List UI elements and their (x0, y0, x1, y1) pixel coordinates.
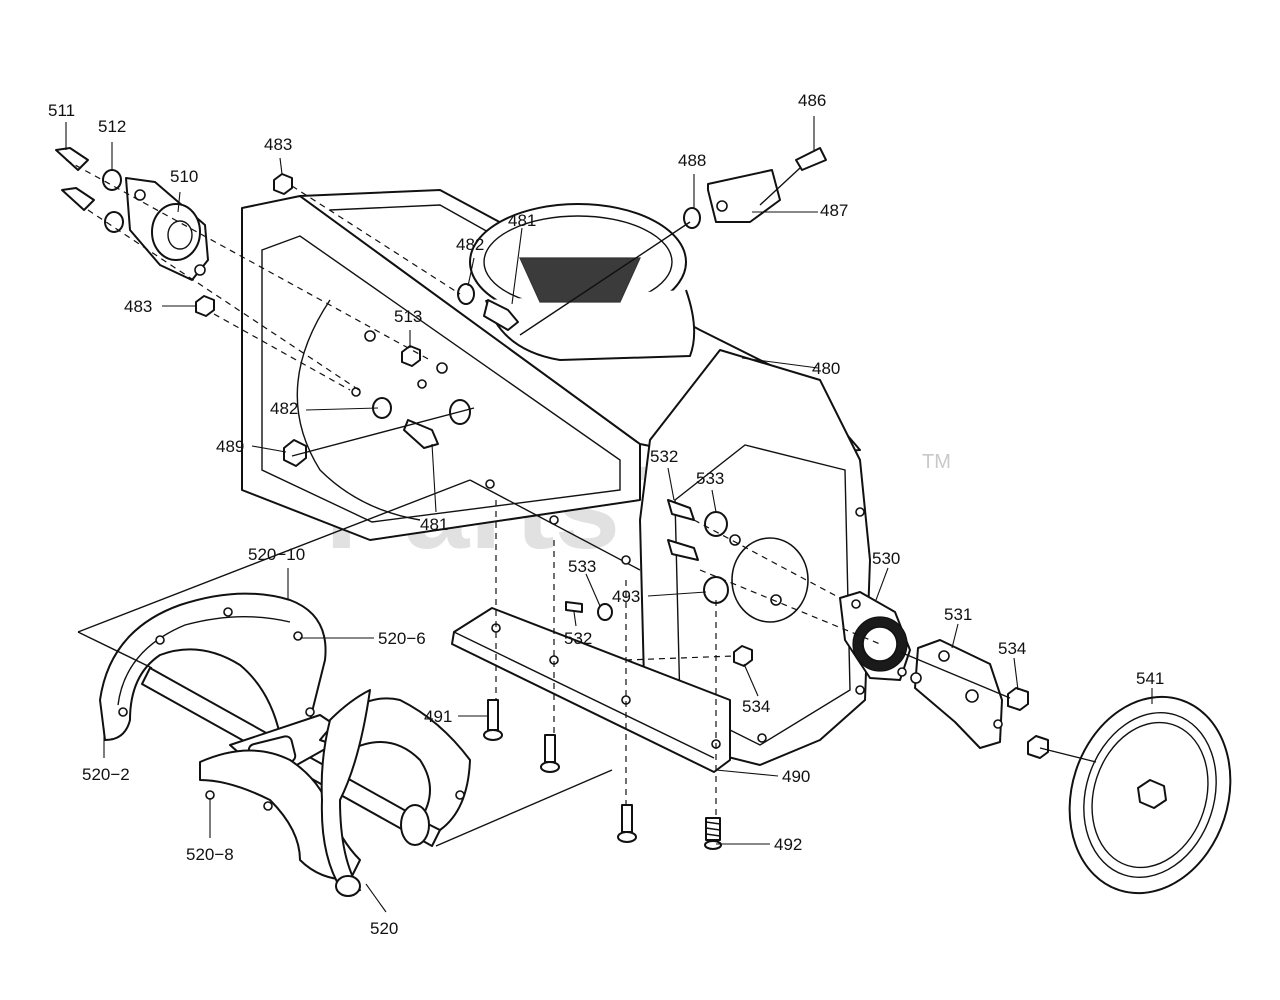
callout-520-8: 520−8 (186, 845, 234, 864)
callout-481-bottom: 481 (420, 515, 448, 534)
callout-labels: 511 512 510 483 483 481 482 513 482 489 … (48, 91, 1164, 938)
callout-492: 492 (774, 835, 802, 854)
callout-481-top: 481 (508, 211, 536, 230)
callout-534-bottom: 534 (742, 697, 770, 716)
nut-513[interactable] (401, 345, 421, 367)
callout-520-2: 520−2 (82, 765, 130, 784)
bracket-531[interactable] (910, 639, 1003, 749)
callout-490: 490 (782, 767, 810, 786)
callout-488: 488 (678, 151, 706, 170)
callout-512: 512 (98, 117, 126, 136)
callout-541: 541 (1136, 669, 1164, 688)
assembly-lines (65, 159, 1097, 847)
callout-510: 510 (170, 167, 198, 186)
scraper-bar[interactable] (451, 607, 731, 773)
pulley-541[interactable] (1045, 676, 1255, 914)
callout-511: 511 (48, 101, 75, 120)
nut-534-b[interactable] (733, 645, 753, 667)
bearing-flange-530[interactable] (839, 591, 911, 681)
callout-482-left: 482 (270, 399, 298, 418)
callout-534-right: 534 (998, 639, 1026, 658)
callout-486: 486 (798, 91, 826, 110)
callout-532-top: 532 (650, 447, 678, 466)
callout-483-left: 483 (124, 297, 152, 316)
bolts-511[interactable] (55, 147, 95, 211)
callout-533-bottom: 533 (568, 557, 596, 576)
callout-491: 491 (424, 707, 452, 726)
washers-512[interactable] (102, 169, 124, 233)
watermark-trademark: TM (922, 451, 951, 473)
callout-520-10: 520−10 (248, 545, 305, 564)
auger-assembly[interactable] (99, 592, 471, 897)
nuts-483[interactable] (195, 173, 293, 317)
bolt-492[interactable] (704, 817, 722, 850)
callout-487: 487 (820, 201, 848, 220)
callout-493: 493 (612, 587, 640, 606)
chute-bracket-487[interactable] (707, 169, 781, 223)
callout-533-top: 533 (696, 469, 724, 488)
nut-489[interactable] (283, 439, 307, 467)
callout-530: 530 (872, 549, 900, 568)
callout-489: 489 (216, 437, 244, 456)
bolts-481[interactable] (403, 299, 519, 449)
nut-493[interactable] (703, 576, 729, 604)
nuts-534[interactable] (1007, 687, 1049, 759)
callout-532-bottom: 532 (564, 629, 592, 648)
callout-520-6: 520−6 (378, 629, 426, 648)
bearing-housing-510[interactable] (125, 177, 209, 281)
auger-housing[interactable] (241, 189, 871, 766)
callout-531: 531 (944, 605, 972, 624)
callout-482-top: 482 (456, 235, 484, 254)
bolt-486[interactable] (795, 147, 827, 171)
leader-lines (65, 116, 1153, 913)
callout-513: 513 (394, 307, 422, 326)
callout-520: 520 (370, 919, 398, 938)
carriage-bolts[interactable] (483, 699, 637, 843)
callout-480: 480 (812, 359, 840, 378)
callout-483-top: 483 (264, 135, 292, 154)
